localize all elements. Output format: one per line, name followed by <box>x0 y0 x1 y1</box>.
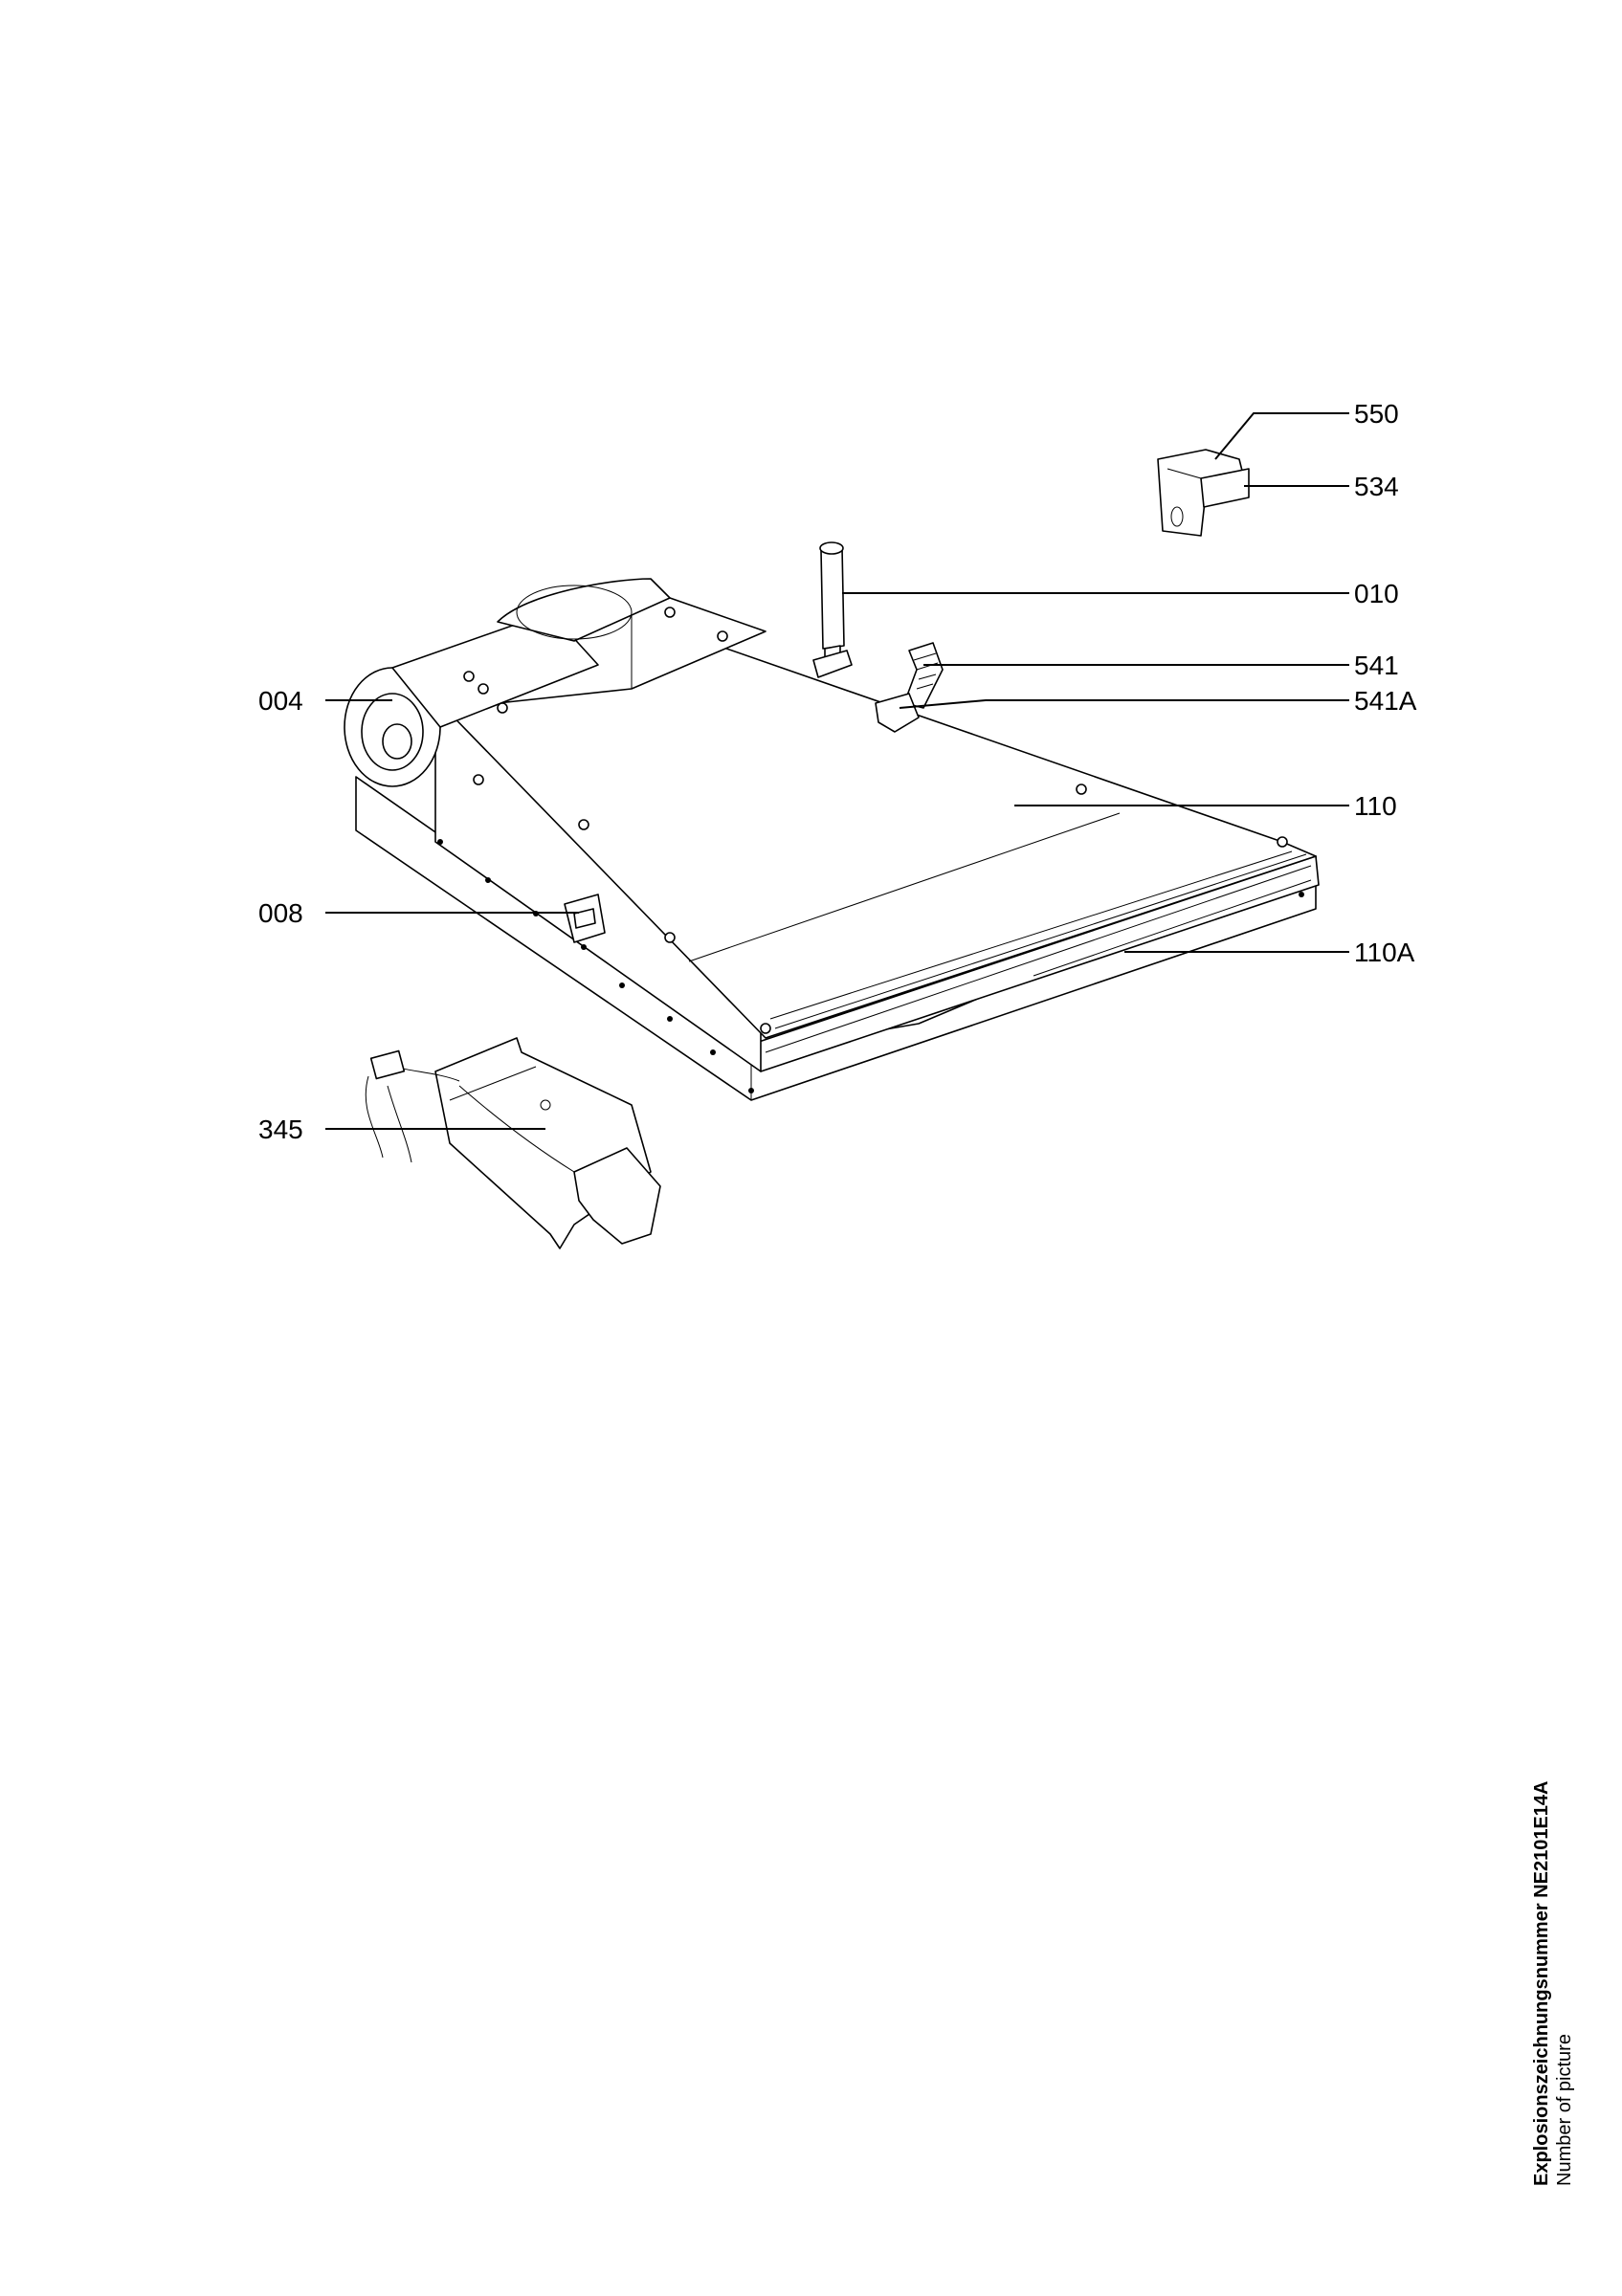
leader-lines <box>325 412 1349 1130</box>
callout-010: 010 <box>1354 579 1399 608</box>
door-lock-assembly-part <box>365 1037 661 1249</box>
tube-pin-part <box>812 541 853 678</box>
callout-534: 534 <box>1354 472 1399 501</box>
callout-541A: 541A <box>1354 686 1417 716</box>
drawing-number-title: Explosionszeichnungsnummer NE2101E14A <box>1531 1781 1552 2186</box>
callout-110: 110 <box>1354 791 1397 821</box>
callout-541: 541 <box>1354 651 1399 680</box>
oven-housing-drawing <box>344 578 1320 1101</box>
clip-part <box>875 642 944 733</box>
drawing-number-label: Explosionszeichnungsnummer NE2101E14A Nu… <box>1531 1781 1575 2186</box>
callout-110A: 110A <box>1354 938 1415 967</box>
callout-345: 345 <box>258 1115 303 1144</box>
screw-dots <box>437 607 1304 1093</box>
hinge-bracket-part <box>1157 449 1250 537</box>
callout-008: 008 <box>258 898 303 928</box>
callout-550: 550 <box>1354 399 1399 429</box>
callout-004: 004 <box>258 686 303 716</box>
drawing-number-subtitle: Number of picture <box>1554 2034 1575 2186</box>
switch-bracket-part <box>564 894 606 943</box>
